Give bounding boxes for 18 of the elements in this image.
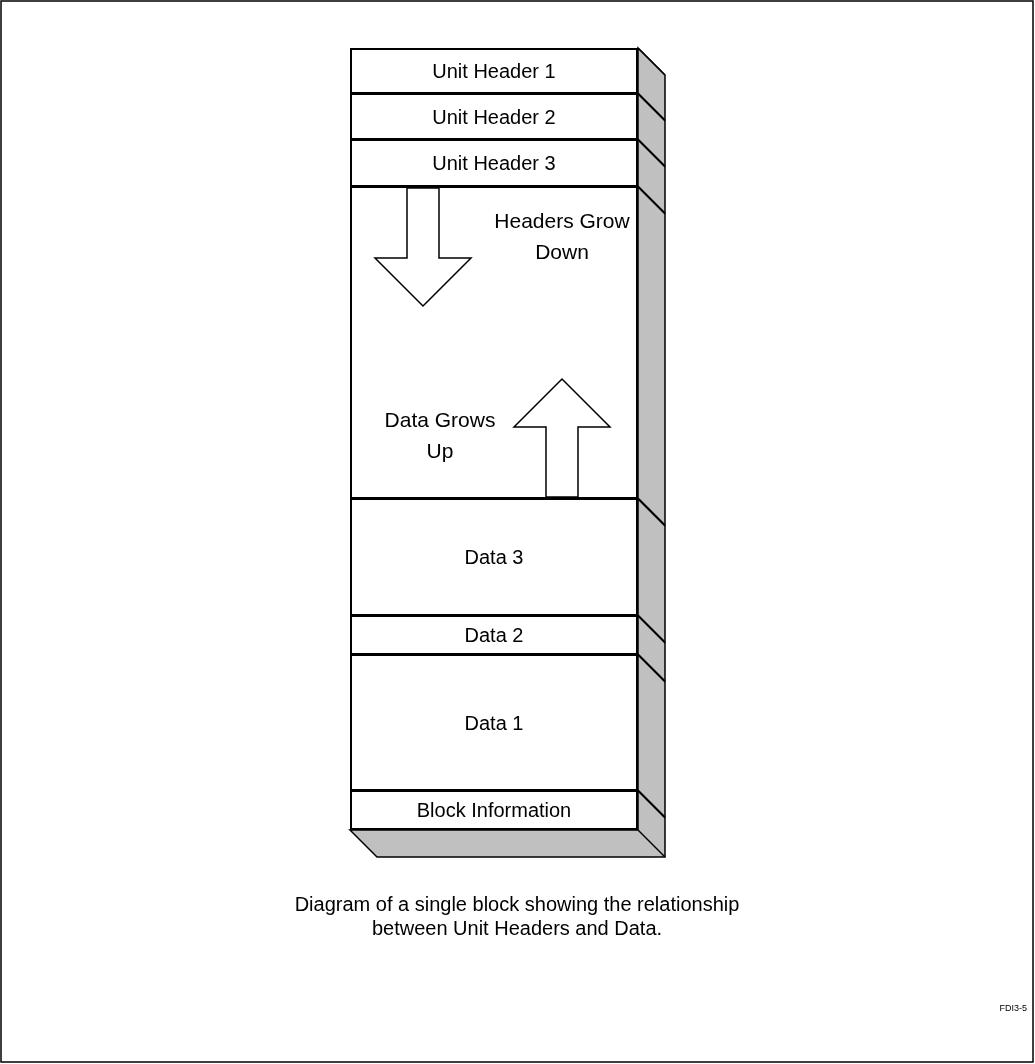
- segment-label: Data 2: [463, 623, 525, 647]
- caption: Diagram of a single block showing the relationship between Unit Headers and Data.: [293, 892, 741, 940]
- segment-label: Data 3: [463, 545, 525, 569]
- memory-segment: [350, 615, 638, 655]
- segment-label: Data 1: [463, 710, 525, 735]
- segment-label: Unit Header 1: [431, 59, 557, 83]
- segment-label: Unit Header 2: [431, 104, 557, 129]
- figure-id: FDI3-5: [999, 1003, 1027, 1013]
- segment-label: Unit Header 3: [431, 151, 557, 175]
- memory-segment: [350, 654, 638, 791]
- growth-note: Data Grows Up: [383, 407, 497, 464]
- memory-segment: [350, 139, 638, 187]
- growth-note: Headers Grow Down: [493, 208, 631, 265]
- memory-segment: [350, 498, 638, 616]
- segment-label: Block Information: [415, 798, 573, 822]
- memory-segment: [350, 93, 638, 140]
- memory-segment: [350, 48, 638, 94]
- memory-segment: [350, 790, 638, 830]
